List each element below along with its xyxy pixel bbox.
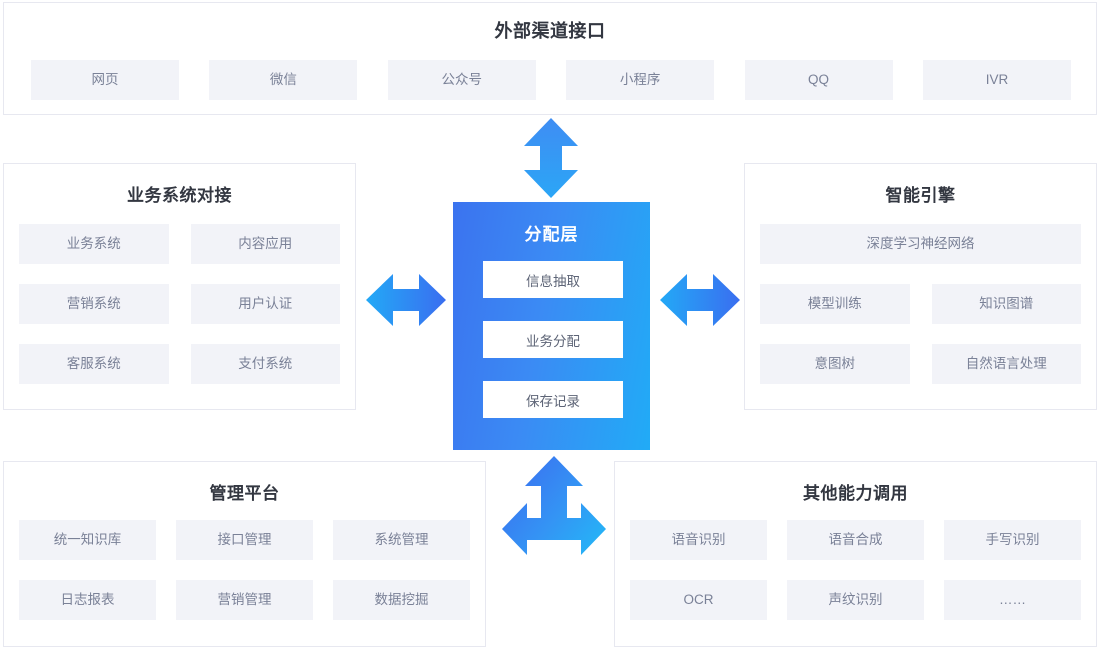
management-tile-data-mining[interactable]: 数据挖掘 xyxy=(333,580,470,620)
business-tile-business-system[interactable]: 业务系统 xyxy=(19,224,169,264)
panel-other-abilities: 其他能力调用 语音识别 语音合成 手写识别 OCR 声纹识别 …… xyxy=(614,461,1097,647)
allocation-tile-info-extraction[interactable]: 信息抽取 xyxy=(483,261,623,298)
block-title-allocation-layer: 分配层 xyxy=(524,225,579,244)
panel-title-intelligent-engine: 智能引擎 xyxy=(885,186,956,205)
business-tile-marketing-system[interactable]: 营销系统 xyxy=(19,284,169,324)
ability-tile-grid: 语音识别 语音合成 手写识别 OCR 声纹识别 …… xyxy=(630,520,1081,620)
engine-tile-intent-tree[interactable]: 意图树 xyxy=(760,344,910,384)
management-tile-log-report[interactable]: 日志报表 xyxy=(19,580,156,620)
management-tile-knowledge-base[interactable]: 统一知识库 xyxy=(19,520,156,560)
panel-management-platform: 管理平台 统一知识库 接口管理 系统管理 日志报表 营销管理 数据挖掘 xyxy=(3,461,486,647)
panel-title-business-systems: 业务系统对接 xyxy=(127,186,232,205)
allocation-tile-business-dispatch[interactable]: 业务分配 xyxy=(483,321,623,358)
management-tile-marketing-management[interactable]: 营销管理 xyxy=(176,580,313,620)
business-tile-content-app[interactable]: 内容应用 xyxy=(190,224,340,264)
horizontal-double-arrow-icon-right xyxy=(660,274,740,326)
channel-tile-webpage[interactable]: 网页 xyxy=(31,60,179,100)
ability-tile-voiceprint-recognition[interactable]: 声纹识别 xyxy=(787,580,924,620)
business-tile-payment-system[interactable]: 支付系统 xyxy=(190,344,340,384)
channel-tile-row: 网页 微信 公众号 小程序 QQ IVR xyxy=(31,60,1071,100)
management-tile-grid: 统一知识库 接口管理 系统管理 日志报表 营销管理 数据挖掘 xyxy=(19,520,470,620)
allocation-tile-save-record[interactable]: 保存记录 xyxy=(483,381,623,418)
business-tile-service-system[interactable]: 客服系统 xyxy=(19,344,169,384)
ability-tile-speech-synthesis[interactable]: 语音合成 xyxy=(787,520,924,560)
horizontal-double-arrow-icon-left xyxy=(366,274,446,326)
engine-tile-deep-learning-network[interactable]: 深度学习神经网络 xyxy=(760,224,1081,264)
ability-tile-more[interactable]: …… xyxy=(944,580,1081,620)
panel-business-systems: 业务系统对接 业务系统 内容应用 营销系统 用户认证 客服系统 支付系统 xyxy=(3,163,356,410)
engine-tile-model-training[interactable]: 模型训练 xyxy=(760,284,910,324)
panel-external-channels: 外部渠道接口 网页 微信 公众号 小程序 QQ IVR xyxy=(3,2,1097,115)
engine-tile-knowledge-graph[interactable]: 知识图谱 xyxy=(931,284,1081,324)
engine-tile-grid: 模型训练 知识图谱 意图树 自然语言处理 xyxy=(760,284,1081,384)
ability-tile-ocr[interactable]: OCR xyxy=(630,580,767,620)
channel-tile-qq[interactable]: QQ xyxy=(744,60,893,100)
management-tile-system-management[interactable]: 系统管理 xyxy=(333,520,470,560)
panel-title-management-platform: 管理平台 xyxy=(209,484,280,503)
ability-tile-speech-recognition[interactable]: 语音识别 xyxy=(630,520,767,560)
panel-title-other-abilities: 其他能力调用 xyxy=(803,484,908,503)
ability-tile-handwriting-recognition[interactable]: 手写识别 xyxy=(944,520,1081,560)
block-allocation-layer: 分配层 信息抽取 业务分配 保存记录 xyxy=(453,202,650,450)
channel-tile-ivr[interactable]: IVR xyxy=(922,60,1071,100)
channel-tile-miniprogram[interactable]: 小程序 xyxy=(566,60,715,100)
channel-tile-wechat[interactable]: 微信 xyxy=(209,60,358,100)
panel-intelligent-engine: 智能引擎 深度学习神经网络 模型训练 知识图谱 意图树 自然语言处理 xyxy=(744,163,1097,410)
channel-tile-official-account[interactable]: 公众号 xyxy=(387,60,536,100)
panel-title-external-channels: 外部渠道接口 xyxy=(494,21,606,41)
business-tile-grid: 业务系统 内容应用 营销系统 用户认证 客服系统 支付系统 xyxy=(19,224,340,384)
business-tile-user-auth[interactable]: 用户认证 xyxy=(190,284,340,324)
vertical-double-arrow-icon xyxy=(524,118,578,198)
management-tile-api-management[interactable]: 接口管理 xyxy=(176,520,313,560)
allocation-tile-stack: 信息抽取 业务分配 保存记录 xyxy=(483,261,623,441)
tri-directional-arrow-icon xyxy=(502,456,606,555)
engine-tile-nlp[interactable]: 自然语言处理 xyxy=(931,344,1081,384)
